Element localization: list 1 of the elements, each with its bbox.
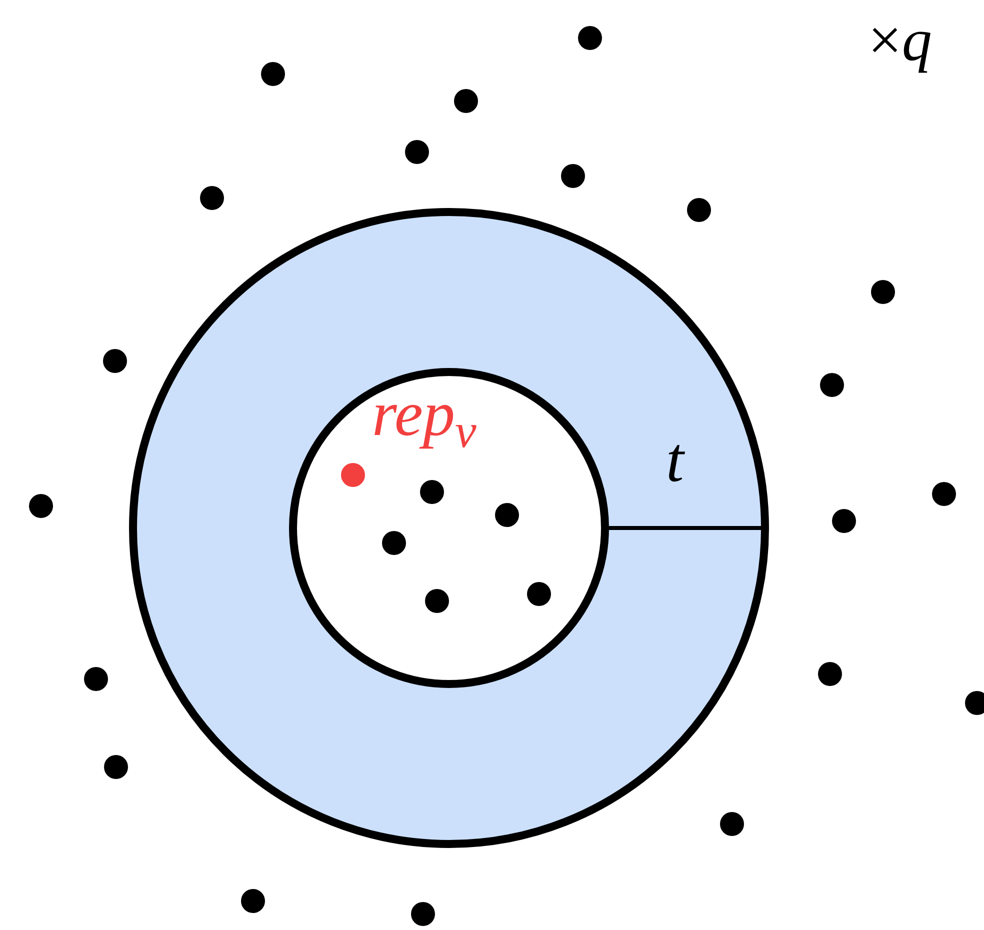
math-label: t <box>666 428 684 492</box>
